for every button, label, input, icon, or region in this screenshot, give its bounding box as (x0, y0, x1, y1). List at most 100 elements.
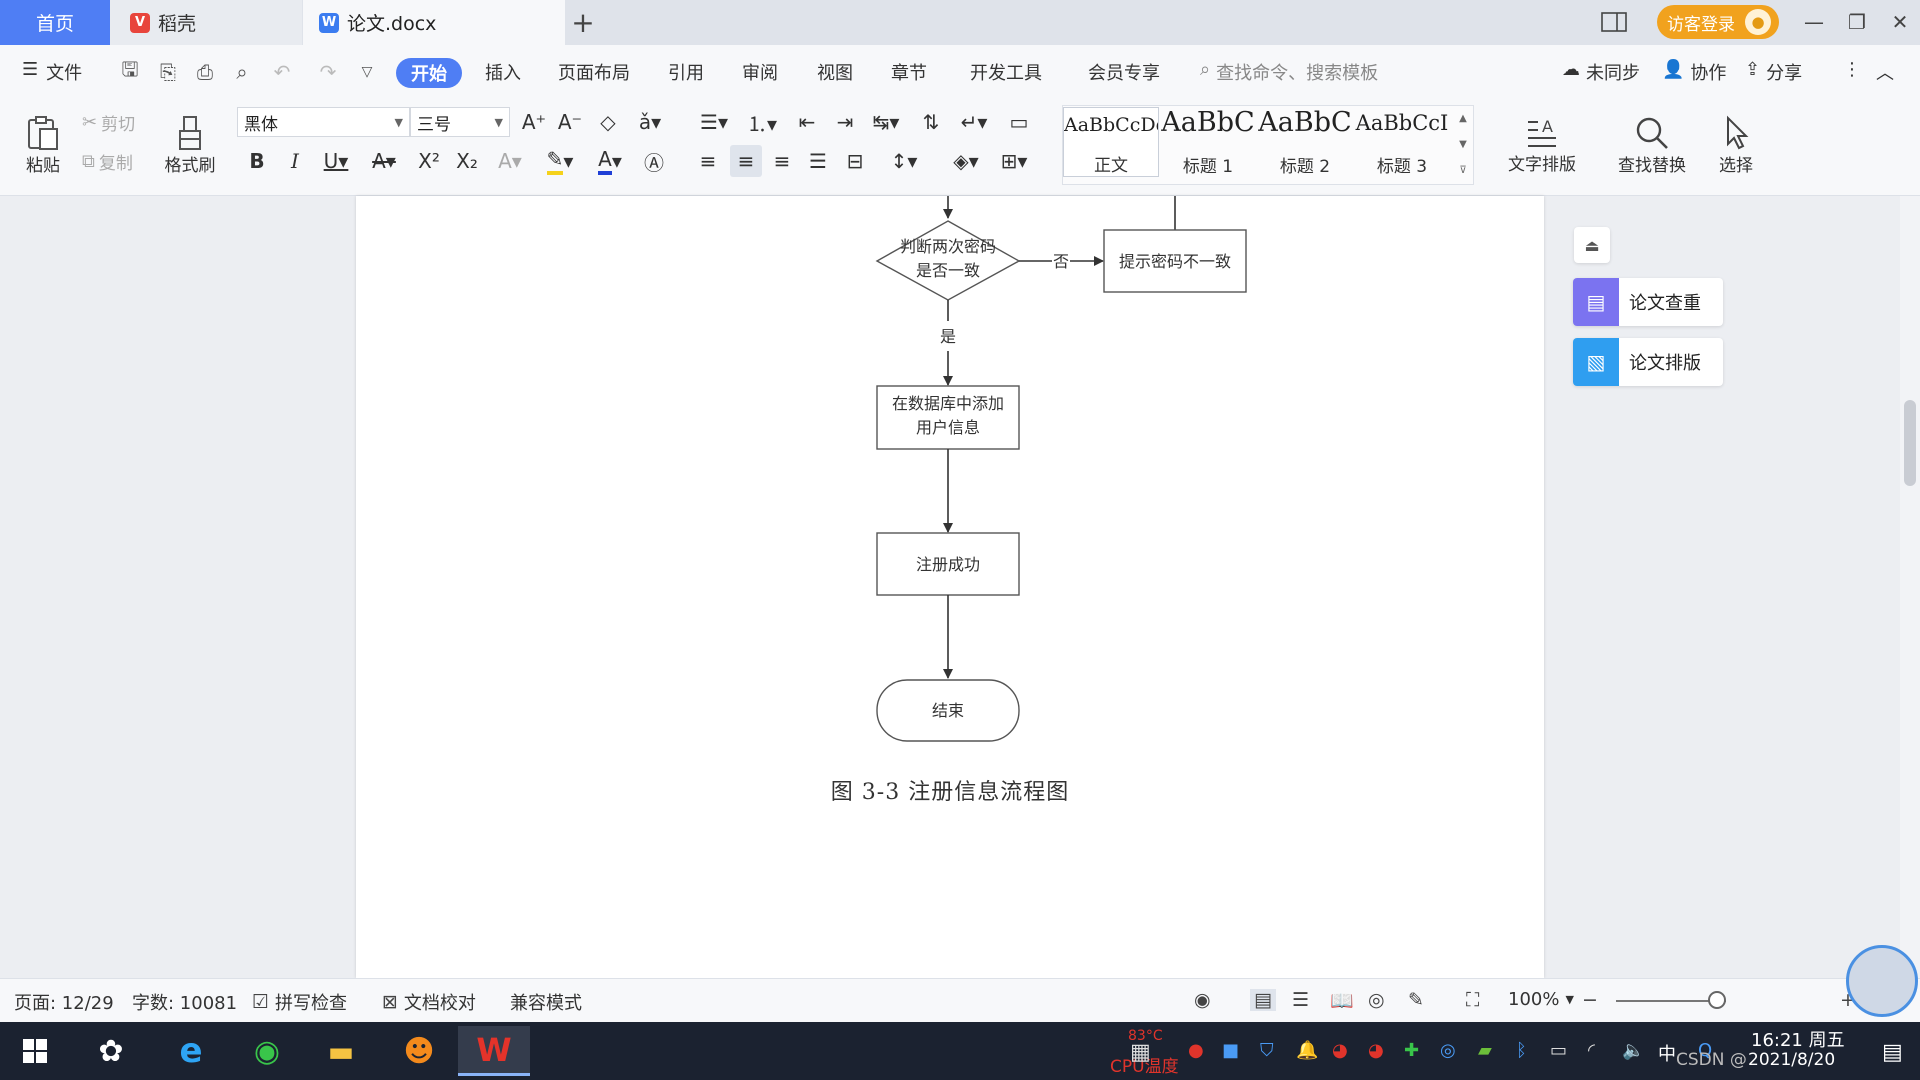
spell-check-button[interactable]: ☑ 拼写检查 (252, 989, 347, 1015)
decrease-indent-icon[interactable]: ⇤ (798, 110, 816, 134)
line-spacing-icon[interactable]: ↕▾ (890, 149, 918, 173)
reading-view-icon[interactable]: 📖 (1330, 990, 1354, 1012)
news-icon[interactable]: ▦ (1130, 1040, 1151, 1065)
borders-icon[interactable]: ⊞▾ (1000, 149, 1028, 173)
paste-button[interactable]: 粘贴 (16, 105, 70, 185)
visitor-login-button[interactable]: 访客登录 ● (1657, 5, 1779, 39)
tray-circle-icon[interactable]: ◎ (1440, 1040, 1456, 1061)
find-replace-button[interactable]: 查找替换 (1604, 105, 1700, 185)
text-effect-icon[interactable]: A▾ (498, 149, 522, 173)
thesis-format-button[interactable]: ▧ 论文排版 (1573, 338, 1723, 386)
undo-icon[interactable]: ↶ (273, 60, 291, 84)
web-view-icon[interactable]: ◎ (1368, 989, 1385, 1011)
align-center-icon[interactable]: ≡ (730, 145, 762, 177)
collapse-ribbon-icon[interactable]: ︿ (1876, 63, 1894, 84)
underline-icon[interactable]: U▾ (323, 149, 349, 173)
redo-icon[interactable]: ↷ (319, 60, 337, 84)
page-view-icon[interactable]: ▤ (1250, 989, 1276, 1011)
style-heading-3[interactable]: AaBbCcI 标题 3 (1354, 107, 1450, 177)
wps-office-icon[interactable]: W (458, 1026, 530, 1076)
windows-start-icon[interactable] (6, 1026, 64, 1076)
notification-bell-icon[interactable]: 🔔 (1296, 1040, 1319, 1061)
tab-chapter[interactable]: 章节 (891, 63, 927, 84)
qq-icon[interactable]: ◕ (1332, 1040, 1348, 1061)
bullet-list-icon[interactable]: ☰▾ (700, 110, 728, 134)
collaborate-button[interactable]: 👤 协作 (1662, 59, 1726, 85)
bold-icon[interactable]: B (249, 149, 265, 173)
char-border-icon[interactable]: Ⓐ (644, 150, 664, 175)
font-size-select[interactable]: 三号▼ (410, 107, 510, 137)
wifi-icon[interactable]: ◜ (1588, 1040, 1595, 1061)
italic-icon[interactable]: I (291, 149, 299, 173)
vertical-scrollbar[interactable] (1900, 196, 1920, 978)
new-tab-button[interactable]: + (571, 5, 595, 39)
align-left-icon[interactable]: ≡ (699, 149, 717, 173)
volume-icon[interactable]: 🔈 (1622, 1040, 1645, 1061)
print-icon[interactable]: ⎙ (197, 60, 213, 84)
tab-insert[interactable]: 插入 (485, 63, 521, 84)
strikethrough-icon[interactable]: A▾ (372, 149, 396, 173)
pinwheel-app-icon[interactable]: ✿ (98, 1033, 124, 1069)
pen-icon[interactable]: ✎ (1408, 989, 1424, 1011)
justify-icon[interactable]: ☰ (809, 149, 827, 173)
tab-page-layout[interactable]: 页面布局 (558, 63, 630, 84)
align-right-icon[interactable]: ≡ (773, 149, 791, 173)
save-icon[interactable]: 🖫 (121, 57, 139, 81)
assistant-avatar-icon[interactable] (1846, 945, 1918, 1017)
tray-app-red-icon[interactable]: ● (1188, 1040, 1204, 1061)
tab-review[interactable]: 审阅 (742, 63, 778, 84)
document-page[interactable]: 判断两次密码 是否一致 否 提示密码不一致 是 在数据库中添加 用户信息 注册成… (356, 196, 1544, 978)
minimize-icon[interactable]: — (1804, 10, 1824, 34)
shading-icon[interactable]: ◈▾ (953, 149, 979, 173)
search-icon[interactable]: Q (1698, 1040, 1713, 1061)
game-app-icon[interactable]: ☻ (403, 1033, 435, 1069)
clock-date[interactable]: 2021/8/20 (1748, 1050, 1836, 1070)
show-marks-icon[interactable]: ↵▾ (960, 110, 988, 134)
tab-daoke[interactable]: V 稻壳 (110, 0, 302, 45)
print-preview-icon[interactable]: ⌕ (236, 60, 248, 84)
word-count[interactable]: 字数: 10081 (132, 993, 238, 1014)
side-panel-collapse-icon[interactable]: ⏏ (1574, 227, 1610, 263)
tab-reference[interactable]: 引用 (668, 63, 704, 84)
cut-button[interactable]: ✂ 剪切 (82, 109, 135, 135)
text-layout-button[interactable]: A 文字排版 (1494, 105, 1590, 185)
tab-view[interactable]: 视图 (817, 63, 853, 84)
zoom-out-icon[interactable]: − (1582, 989, 1598, 1011)
distribute-icon[interactable]: ⊟ (846, 149, 864, 173)
file-menu[interactable]: ☰ 文件 (22, 59, 82, 85)
style-heading-1[interactable]: AaBbC 标题 1 (1160, 107, 1256, 177)
pinyin-guide-icon[interactable]: ǎ▾ (638, 110, 662, 134)
font-name-select[interactable]: 黑体▼ (237, 107, 410, 137)
ruler-icon[interactable]: ▭ (1009, 110, 1029, 134)
nvidia-icon[interactable]: ▰ (1478, 1040, 1492, 1061)
zoom-slider-track[interactable] (1616, 1000, 1726, 1002)
scrollbar-thumb[interactable] (1904, 400, 1916, 486)
numbered-list-icon[interactable]: ⒈▾ (746, 111, 778, 136)
ie-browser-icon[interactable]: e (179, 1031, 203, 1071)
action-center-icon[interactable]: ▤ (1882, 1040, 1903, 1065)
tab-devtools[interactable]: 开发工具 (970, 63, 1042, 84)
green-browser-icon[interactable]: ◉ (253, 1033, 281, 1069)
subscript-icon[interactable]: X₂ (456, 149, 478, 173)
format-painter-button[interactable]: 格式刷 (160, 105, 220, 185)
grow-font-icon[interactable]: A⁺ (521, 110, 547, 134)
export-icon[interactable]: ⎘ (160, 60, 176, 84)
more-options-icon[interactable]: ⋮ (1843, 59, 1861, 80)
highlight-icon[interactable]: ✎▾ (546, 147, 574, 175)
close-icon[interactable]: ✕ (1891, 10, 1909, 34)
restore-icon[interactable]: ❐ (1848, 10, 1866, 34)
style-normal[interactable]: AaBbCcDd 正文 (1063, 107, 1159, 177)
tab-member[interactable]: 会员专享 (1088, 63, 1160, 84)
style-heading-2[interactable]: AaBbC 标题 2 (1257, 107, 1353, 177)
tab-start[interactable]: 开始 (396, 58, 462, 88)
font-color-icon[interactable]: A▾ (598, 147, 622, 175)
shrink-font-icon[interactable]: A⁻ (557, 110, 583, 134)
sync-status[interactable]: ☁ 未同步 (1562, 59, 1640, 85)
clear-format-icon[interactable]: ◇ (600, 110, 616, 134)
thesis-check-button[interactable]: ▤ 论文查重 (1573, 278, 1723, 326)
bluetooth-icon[interactable]: ᛒ (1516, 1040, 1527, 1061)
ime-indicator[interactable]: 中 (1658, 1044, 1676, 1065)
green-plus-icon[interactable]: ✚ (1404, 1040, 1420, 1061)
proofread-button[interactable]: ⊠ 文档校对 (382, 989, 476, 1015)
qq-secondary-icon[interactable]: ◕ (1368, 1040, 1384, 1061)
